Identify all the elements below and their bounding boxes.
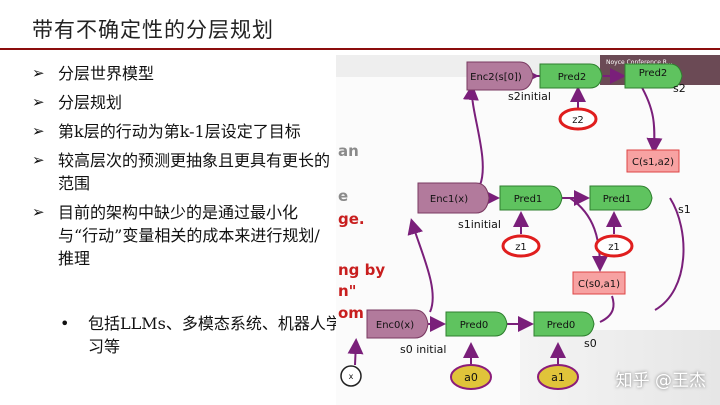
state-label: s1 — [678, 203, 691, 216]
predictor-label: Pred1 — [603, 194, 632, 205]
cost-label: C(s1,a2) — [632, 157, 674, 168]
latent-label: z1 — [608, 242, 620, 253]
slide-title: 带有不确定性的分层规划 — [32, 18, 274, 42]
bg-text: ge. — [338, 210, 365, 228]
arrow-bullet-icon: ➢ — [32, 203, 45, 221]
dot-bullet-icon: • — [60, 314, 70, 333]
action-node — [537, 364, 579, 390]
cost-box — [626, 149, 680, 173]
arrow-bullet-icon: ➢ — [32, 93, 45, 111]
predictor-block — [589, 185, 653, 211]
state-label: s2 — [673, 82, 686, 95]
arrow-bullet-icon: ➢ — [32, 151, 45, 169]
encoder-label: Enc2(s[0]) — [470, 72, 522, 83]
arrow-bullet-icon: ➢ — [32, 64, 45, 82]
encoder-label: Enc0(x) — [376, 320, 414, 331]
bullet-item: ➢较高层次的预测更抽象且更具有更长的范围 — [32, 151, 331, 193]
bg-text: an — [338, 142, 359, 160]
predictor-label: Pred0 — [547, 320, 576, 331]
state-label: s0 — [584, 337, 597, 350]
bullet-item: ➢分层世界模型 — [32, 64, 155, 83]
latent-node — [558, 107, 598, 131]
video-label: Noyce Conference R... — [606, 59, 673, 66]
action-label: a0 — [464, 371, 478, 384]
action-node — [450, 364, 492, 390]
predictor-block — [499, 185, 563, 211]
bg-text: e — [338, 187, 348, 205]
encoder-block — [417, 182, 490, 214]
bullet-list: ➢分层世界模型 ➢分层规划 ➢第k层的行动为第k-1层设定了目标 ➢较高层次的预… — [30, 62, 330, 276]
diagram-svg: Noyce Conference R... an e ge. ng by n" … — [336, 55, 720, 405]
action-label: a1 — [551, 371, 565, 384]
predictor-label: Pred0 — [460, 320, 489, 331]
cost-label: C(s0,a1) — [578, 279, 620, 290]
state-label: s1initial — [458, 218, 501, 231]
bg-text: n" — [338, 282, 357, 300]
predictor-block — [624, 63, 683, 89]
predictor-label: Pred2 — [558, 72, 587, 83]
state-label: s2initial — [508, 90, 551, 103]
predictor-label: Pred1 — [514, 194, 543, 205]
latent-label: z2 — [572, 115, 584, 126]
arrow-bullet-icon: ➢ — [32, 122, 45, 140]
input-node — [340, 365, 362, 387]
latent-label: z1 — [515, 242, 527, 253]
bullet-item: ➢目前的架构中缺少的是通过最小化与“行动”变量相关的成本来进行规划/推理 — [32, 203, 320, 268]
latent-node — [501, 234, 541, 258]
encoder-label: Enc1(x) — [430, 194, 468, 205]
bullet-item: ➢第k层的行动为第k-1层设定了目标 — [32, 122, 301, 141]
bg-text: om — [338, 304, 364, 322]
encoder-block — [466, 61, 534, 91]
bullet-item: ➢分层规划 — [32, 93, 123, 112]
predictor-block — [445, 311, 508, 337]
input-label: x — [349, 372, 354, 381]
predictor-block — [533, 311, 595, 337]
encoder-block — [366, 309, 429, 339]
predictor-label: Pred2 — [639, 68, 668, 79]
architecture-figure: Noyce Conference R... an e ge. ng by n" … — [336, 55, 720, 405]
latent-node — [594, 234, 634, 258]
title-divider — [0, 48, 720, 50]
predictor-block — [539, 63, 603, 89]
sub-bullet: •包括LLMs、多模态系统、机器人学习等 — [60, 314, 342, 356]
bg-text: ng by — [338, 261, 385, 279]
watermark: 知乎 @王杰 — [615, 371, 706, 391]
cost-box — [572, 271, 626, 295]
state-label: s0 initial — [400, 343, 446, 356]
